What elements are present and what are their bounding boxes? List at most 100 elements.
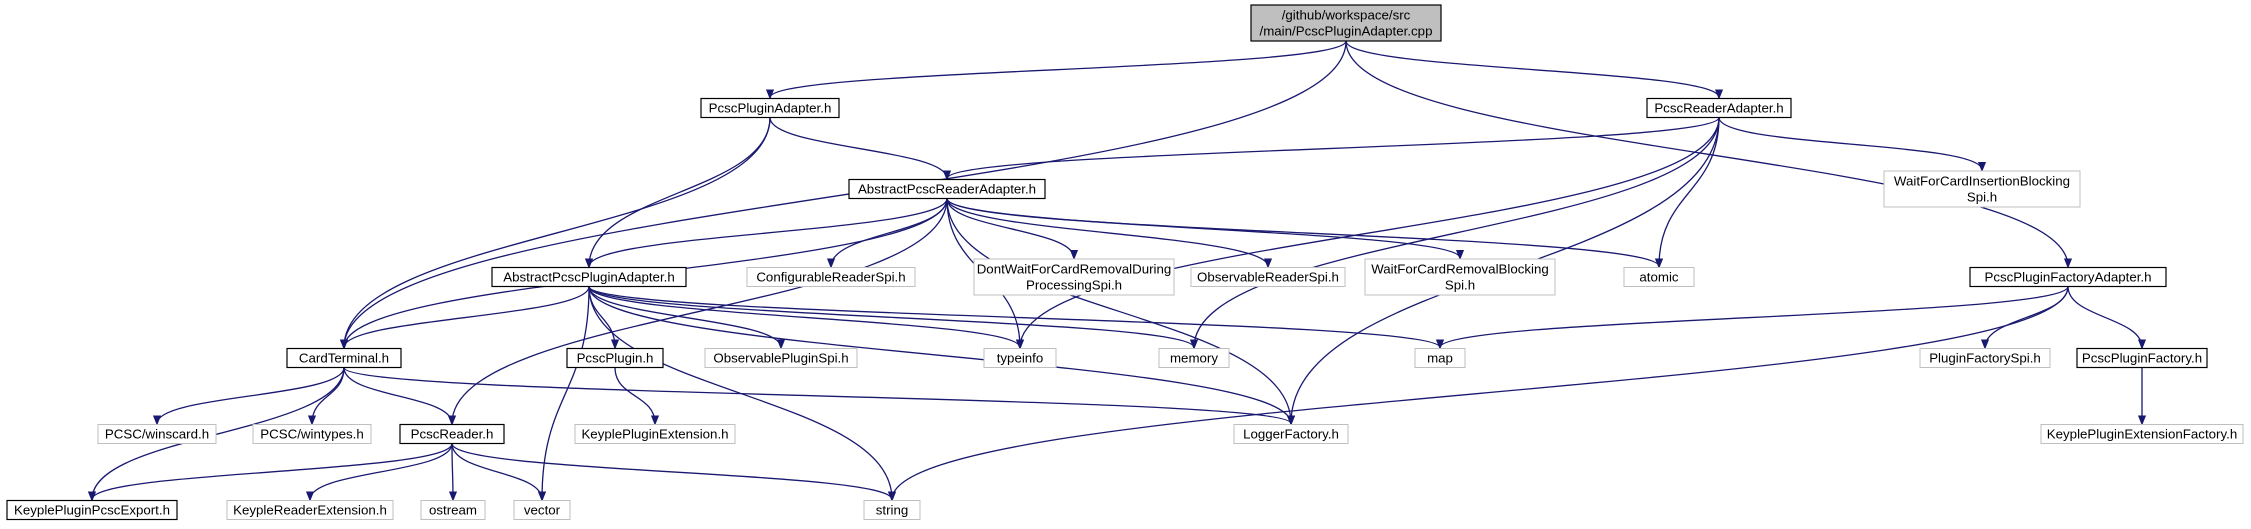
edge-root-to-pcscPluginAdapterH xyxy=(770,40,1347,98)
node-box xyxy=(700,97,840,119)
edge-pcscReaderAdapterH-to-atomic xyxy=(1659,117,1720,267)
node-label: string xyxy=(876,503,909,518)
node-pcscPluginFactoryH[interactable]: PcscPluginFactory.h xyxy=(2076,347,2208,369)
node-label: PcscPluginFactoryAdapter.h xyxy=(1984,270,2151,285)
node-pluginFactorySpi: PluginFactorySpi.h xyxy=(1919,348,2051,368)
edge-pcscReaderH-to-vector xyxy=(451,443,542,500)
node-root[interactable]: /github/workspace/src/main/PcscPluginAda… xyxy=(1250,4,1442,42)
node-box xyxy=(566,347,664,369)
edge-abstractPcscPluginAdapterH-to-cardTerminalH xyxy=(344,286,590,348)
node-label: PcscReader.h xyxy=(411,427,494,442)
node-box xyxy=(491,266,687,288)
node-pcscReaderH[interactable]: PcscReader.h xyxy=(399,423,505,445)
node-box xyxy=(1158,348,1230,368)
node-label: KeyplePluginExtension.h xyxy=(581,427,728,442)
node-pcscPluginFactoryAdapterH[interactable]: PcscPluginFactoryAdapter.h xyxy=(1969,266,2167,288)
node-label: ObservablePluginSpi.h xyxy=(713,351,848,366)
node-box xyxy=(513,500,571,520)
node-pcscPluginH[interactable]: PcscPlugin.h xyxy=(566,347,664,369)
edge-abstractPcscReaderAdapterH-to-dontWaitForCardRemoval xyxy=(946,198,1074,259)
edge-abstractPcscPluginAdapterH-to-string xyxy=(588,286,892,500)
node-observablePluginSpi: ObservablePluginSpi.h xyxy=(704,348,858,368)
node-box xyxy=(1969,266,2167,288)
node-loggerFactory: LoggerFactory.h xyxy=(1233,424,1349,444)
edge-pcscReaderH-to-keyplePluginPcscExport xyxy=(92,443,453,500)
node-vector: vector xyxy=(513,500,571,520)
edge-abstractPcscPluginAdapterH-to-loggerFactory xyxy=(588,286,1291,424)
node-label: /main/PcscPluginAdapter.cpp xyxy=(1260,24,1433,39)
node-box xyxy=(1623,267,1695,287)
node-label: PcscReaderAdapter.h xyxy=(1654,101,1783,116)
node-box xyxy=(226,500,394,520)
edge-abstractPcscPluginAdapterH-to-map xyxy=(588,285,1440,348)
node-label: vector xyxy=(524,503,561,518)
node-abstractPcscReaderAdapterH[interactable]: AbstractPcscReaderAdapter.h xyxy=(848,178,1046,200)
edge-abstractPcscReaderAdapterH-to-atomic xyxy=(946,198,1659,267)
node-dontWaitForCardRemoval: DontWaitForCardRemovalDuringProcessingSp… xyxy=(973,258,1175,296)
node-box xyxy=(2040,424,2244,444)
node-label: PluginFactorySpi.h xyxy=(1929,351,2041,366)
edge-pcscReaderAdapterH-to-abstractPcscReaderAdapterH xyxy=(947,116,1720,179)
node-label: AbstractPcscPluginAdapter.h xyxy=(503,270,674,285)
edge-pcscPluginAdapterH-to-abstractPcscPluginAdapterH xyxy=(589,117,771,267)
edge-cardTerminalH-to-loggerFactory xyxy=(343,366,1291,424)
node-box xyxy=(704,348,858,368)
edge-abstractPcscReaderAdapterH-to-observableReaderSpi xyxy=(946,198,1268,267)
edge-abstractPcscReaderAdapterH-to-abstractPcscPluginAdapterH xyxy=(589,198,948,267)
edge-pcscReaderH-to-string xyxy=(451,443,892,500)
node-box xyxy=(1364,258,1556,296)
node-label: atomic xyxy=(1639,270,1679,285)
edge-pcscPluginAdapterH-to-cardTerminalH xyxy=(344,117,771,348)
node-label: WaitForCardInsertionBlocking xyxy=(1894,174,2070,189)
edge-root-to-pcscReaderAdapterH xyxy=(1345,40,1719,98)
node-abstractPcscPluginAdapterH[interactable]: AbstractPcscPluginAdapter.h xyxy=(491,266,687,288)
node-keyplePluginPcscExport[interactable]: KeyplePluginPcscExport.h xyxy=(6,499,178,521)
node-string: string xyxy=(863,500,921,520)
node-wintypes: PCSC/wintypes.h xyxy=(252,424,372,444)
node-box xyxy=(1190,267,1346,287)
node-label: LoggerFactory.h xyxy=(1243,427,1339,442)
node-box xyxy=(863,500,921,520)
node-label: PCSC/winscard.h xyxy=(105,427,209,442)
node-label: ObservableReaderSpi.h xyxy=(1197,270,1339,285)
node-label: ProcessingSpi.h xyxy=(1026,278,1122,293)
node-label: ConfigurableReaderSpi.h xyxy=(756,270,905,285)
edge-abstractPcscPluginAdapterH-to-vector xyxy=(542,286,590,500)
node-box xyxy=(1646,97,1792,119)
node-box xyxy=(746,267,916,287)
node-box xyxy=(286,347,402,369)
edge-pcscReaderAdapterH-to-waitForCardInsertion xyxy=(1718,117,1982,171)
node-box xyxy=(1250,4,1442,42)
node-label: KeyplePluginPcscExport.h xyxy=(14,503,170,518)
node-label: memory xyxy=(1170,351,1218,366)
edge-pcscPluginAdapterH-to-abstractPcscReaderAdapterH xyxy=(769,117,947,179)
nodes-layer: /github/workspace/src/main/PcscPluginAda… xyxy=(6,4,2244,521)
node-label: CardTerminal.h xyxy=(299,351,389,366)
edge-abstractPcscReaderAdapterH-to-loggerFactory xyxy=(946,198,1291,424)
node-box xyxy=(1883,170,2081,208)
node-label: WaitForCardRemovalBlocking xyxy=(1371,262,1549,277)
node-label: Spi.h xyxy=(1445,278,1475,293)
node-label: ostream xyxy=(429,503,477,518)
edge-cardTerminalH-to-keyplePluginPcscExport xyxy=(92,367,345,500)
node-label: PCSC/wintypes.h xyxy=(260,427,363,442)
node-keyplePluginExtension: KeyplePluginExtension.h xyxy=(574,424,736,444)
node-label: PcscPluginFactory.h xyxy=(2082,351,2202,366)
edge-pcscReaderAdapterH-to-typeinfo xyxy=(1020,117,1720,348)
node-label: PcscPluginAdapter.h xyxy=(709,101,832,116)
node-label: /github/workspace/src xyxy=(1282,8,1411,23)
edge-pcscReaderAdapterH-to-memory xyxy=(1194,117,1720,348)
node-pcscPluginAdapterH[interactable]: PcscPluginAdapter.h xyxy=(700,97,840,119)
node-box xyxy=(420,500,486,520)
node-box xyxy=(97,424,217,444)
node-winscard: PCSC/winscard.h xyxy=(97,424,217,444)
edge-abstractPcscReaderAdapterH-to-pcscReaderH xyxy=(452,198,948,424)
node-cardTerminalH[interactable]: CardTerminal.h xyxy=(286,347,402,369)
edge-pcscReaderH-to-keypleReaderExtension xyxy=(310,443,453,500)
node-label: AbstractPcscReaderAdapter.h xyxy=(858,182,1036,197)
node-typeinfo: typeinfo xyxy=(983,348,1057,368)
edge-pcscPluginFactoryAdapterH-to-string xyxy=(892,286,2069,500)
node-label: KeypleReaderExtension.h xyxy=(233,503,387,518)
node-pcscReaderAdapterH[interactable]: PcscReaderAdapter.h xyxy=(1646,97,1792,119)
